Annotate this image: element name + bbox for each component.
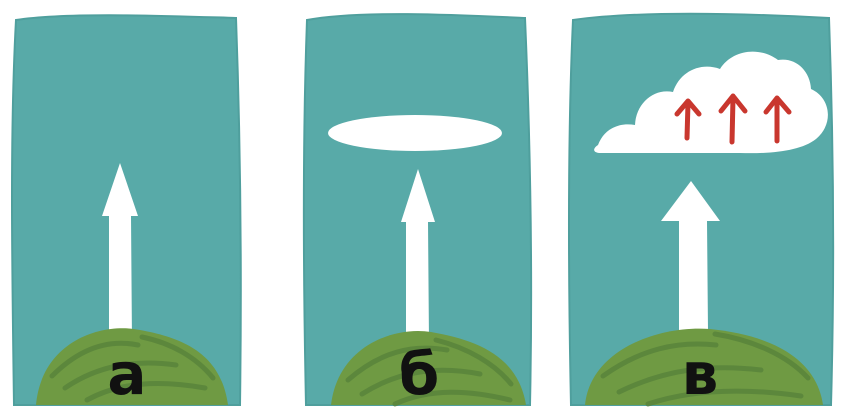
panel-label: в	[682, 345, 719, 403]
panel-c: в	[565, 10, 835, 413]
panel-b: б	[300, 10, 538, 413]
panel-a: а	[8, 10, 246, 413]
panel-label: б	[399, 345, 440, 403]
panel-label: а	[107, 345, 146, 403]
flat-cloud-icon	[328, 115, 502, 151]
